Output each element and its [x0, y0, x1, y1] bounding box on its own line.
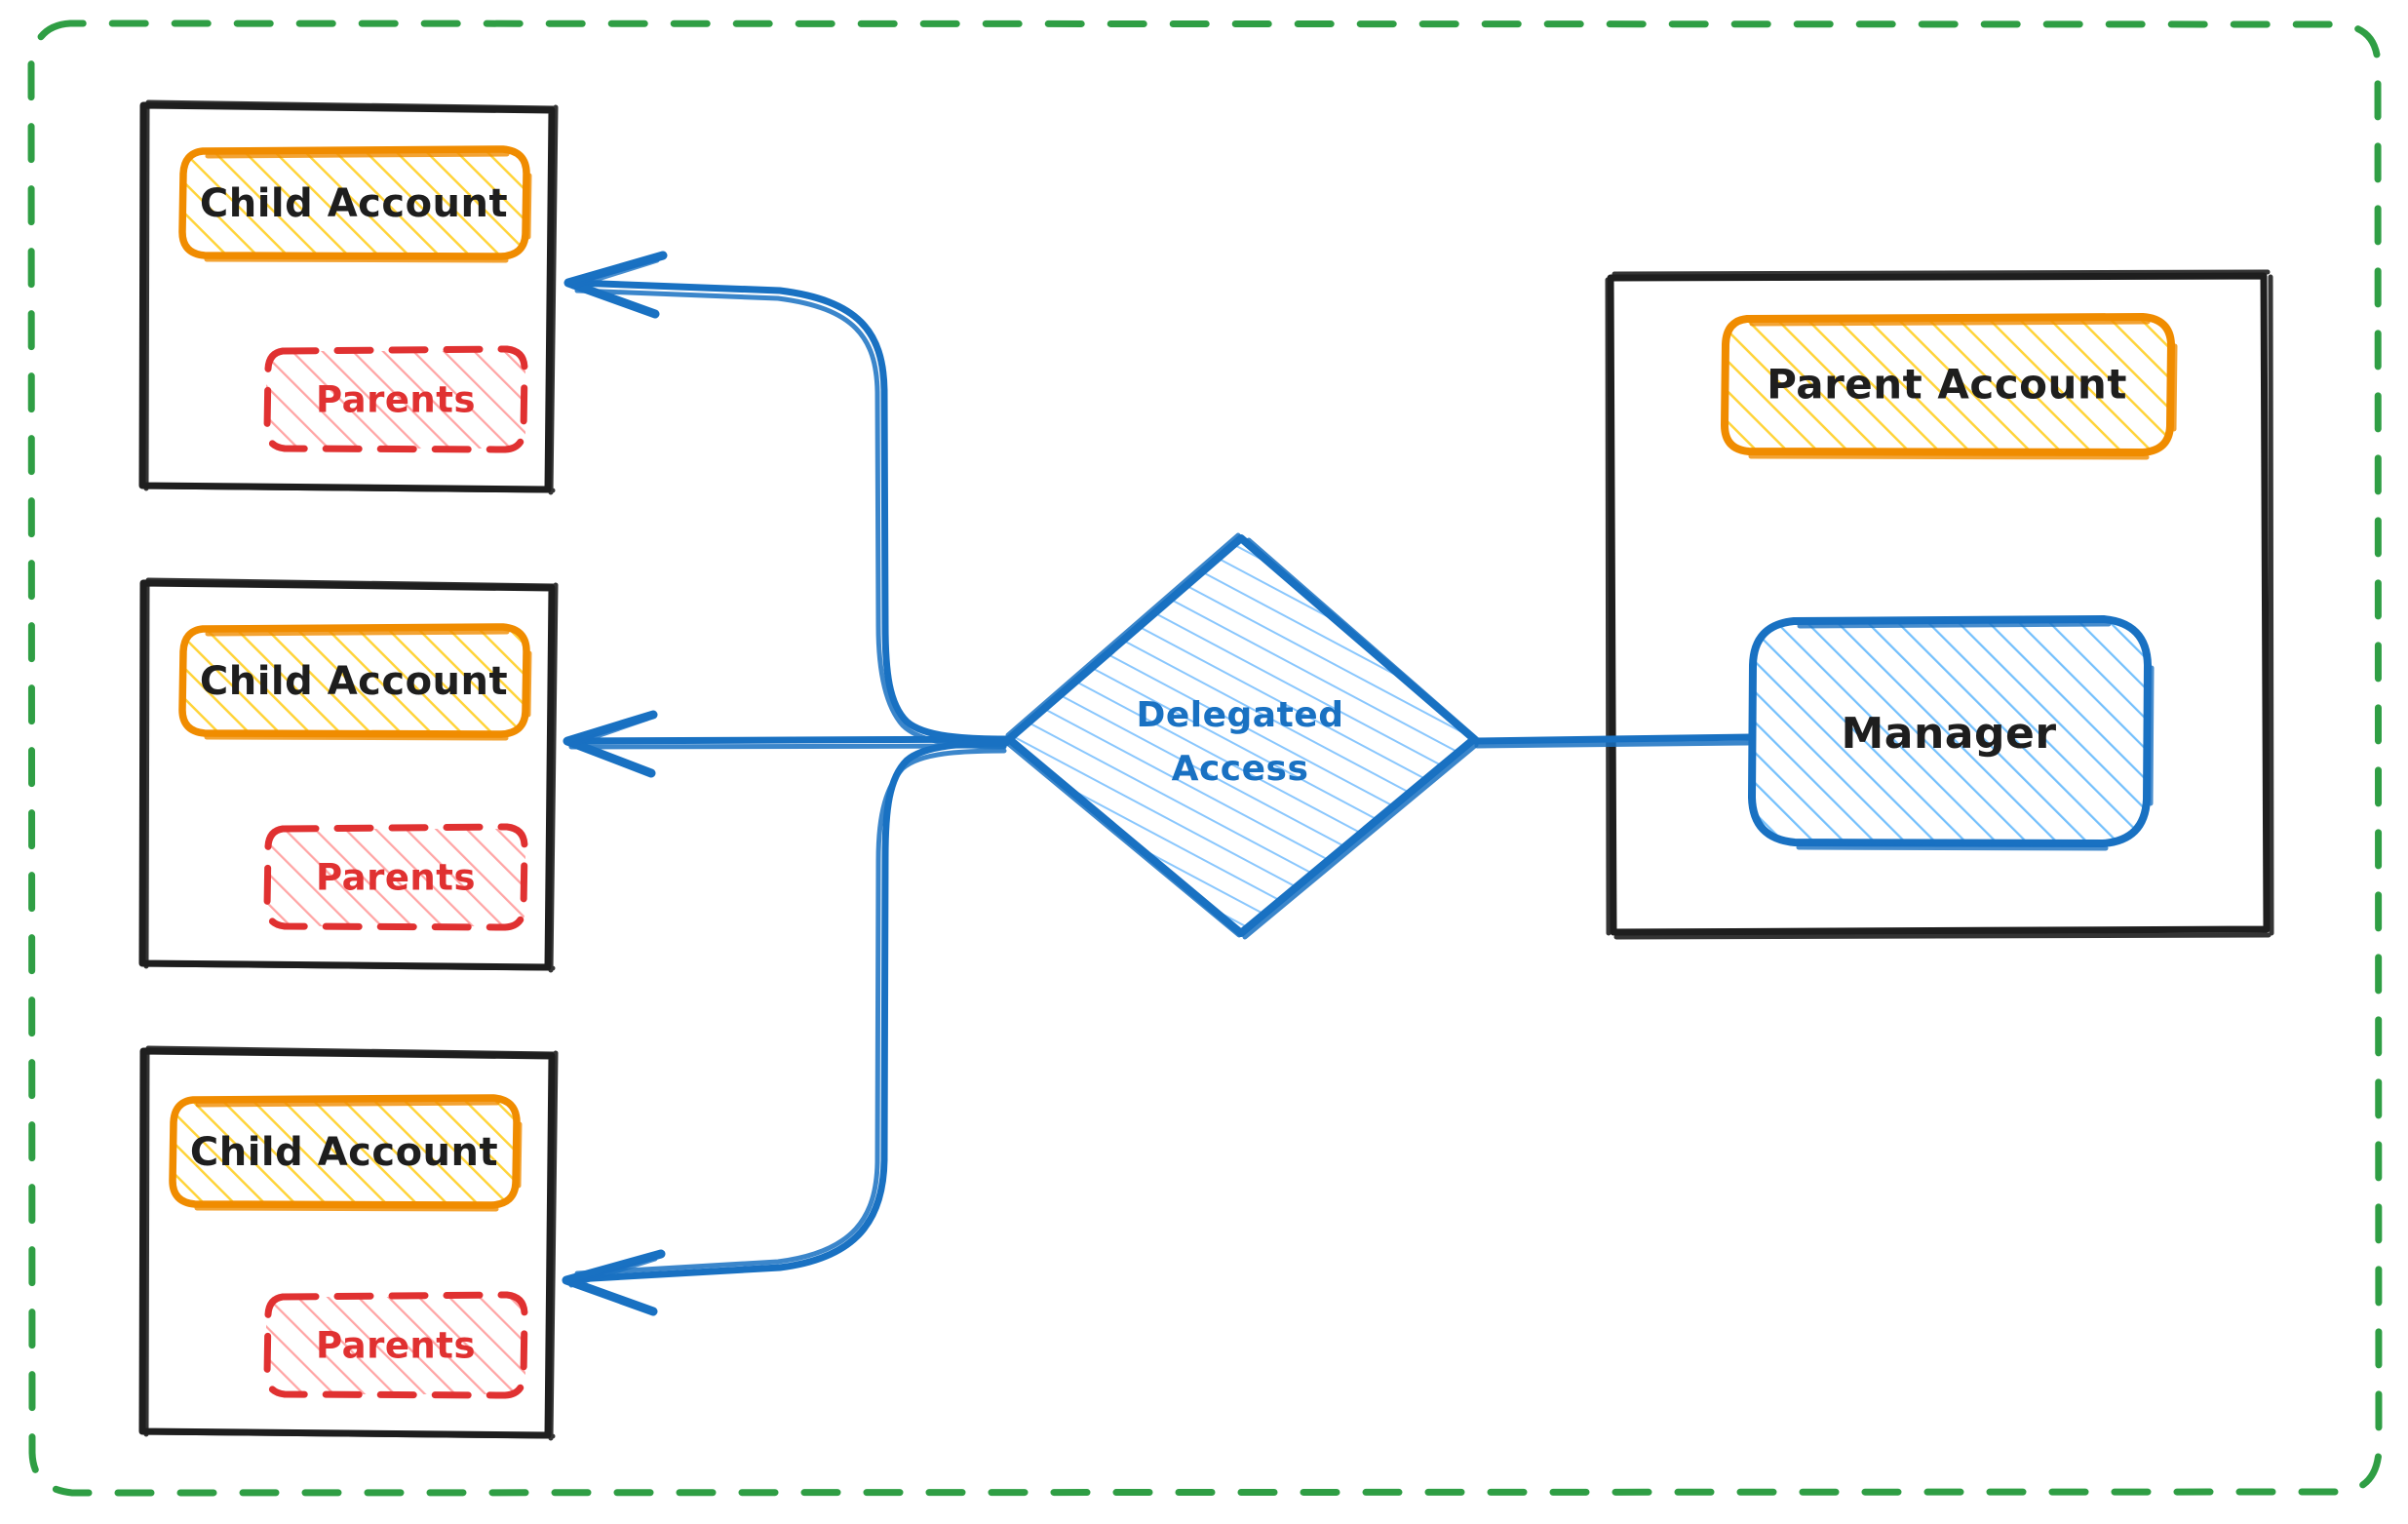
child-account-container-2[interactable]: Child Account Parents: [138, 577, 559, 973]
child-account-chip-2[interactable]: Child Account: [178, 623, 532, 741]
parent-account-chip[interactable]: Parent Account: [1721, 313, 2178, 460]
parents-chip-1[interactable]: Parents: [263, 345, 528, 453]
manager-label: Manager: [1841, 709, 2056, 759]
parents-label-3: Parents: [316, 1325, 476, 1367]
child-account-label-1: Child Account: [200, 181, 508, 226]
child-account-label-2: Child Account: [200, 659, 508, 704]
parents-chip-3[interactable]: Parents: [263, 1291, 528, 1399]
delegated-access-diamond[interactable]: Delegated Access: [1002, 532, 1482, 940]
manager-chip[interactable]: Manager: [1748, 615, 2155, 851]
outer-boundary: [27, 20, 2383, 1497]
parent-account-container[interactable]: Parent Account Manager: [1605, 269, 2274, 940]
delegated-access-label-line1: Delegated: [1136, 695, 1343, 735]
parent-account-label: Parent Account: [1767, 361, 2127, 409]
parents-chip-2[interactable]: Parents: [263, 823, 528, 931]
delegated-access-to-child-1-arrow: [563, 251, 1010, 750]
child-account-container-3[interactable]: Child Account Parents: [138, 1045, 559, 1441]
parents-label-2: Parents: [316, 857, 476, 899]
delegated-access-label-line2: Access: [1172, 749, 1309, 789]
delegated-access-to-child-3-arrow: [562, 739, 1010, 1316]
child-account-label-3: Child Account: [190, 1130, 498, 1175]
child-account-chip-1[interactable]: Child Account: [178, 145, 532, 263]
parents-label-1: Parents: [316, 379, 476, 421]
child-account-chip-3[interactable]: Child Account: [169, 1094, 523, 1212]
manager-to-delegated-access-connector: [1470, 733, 1755, 749]
child-account-container-1[interactable]: Child Account Parents: [138, 99, 559, 495]
